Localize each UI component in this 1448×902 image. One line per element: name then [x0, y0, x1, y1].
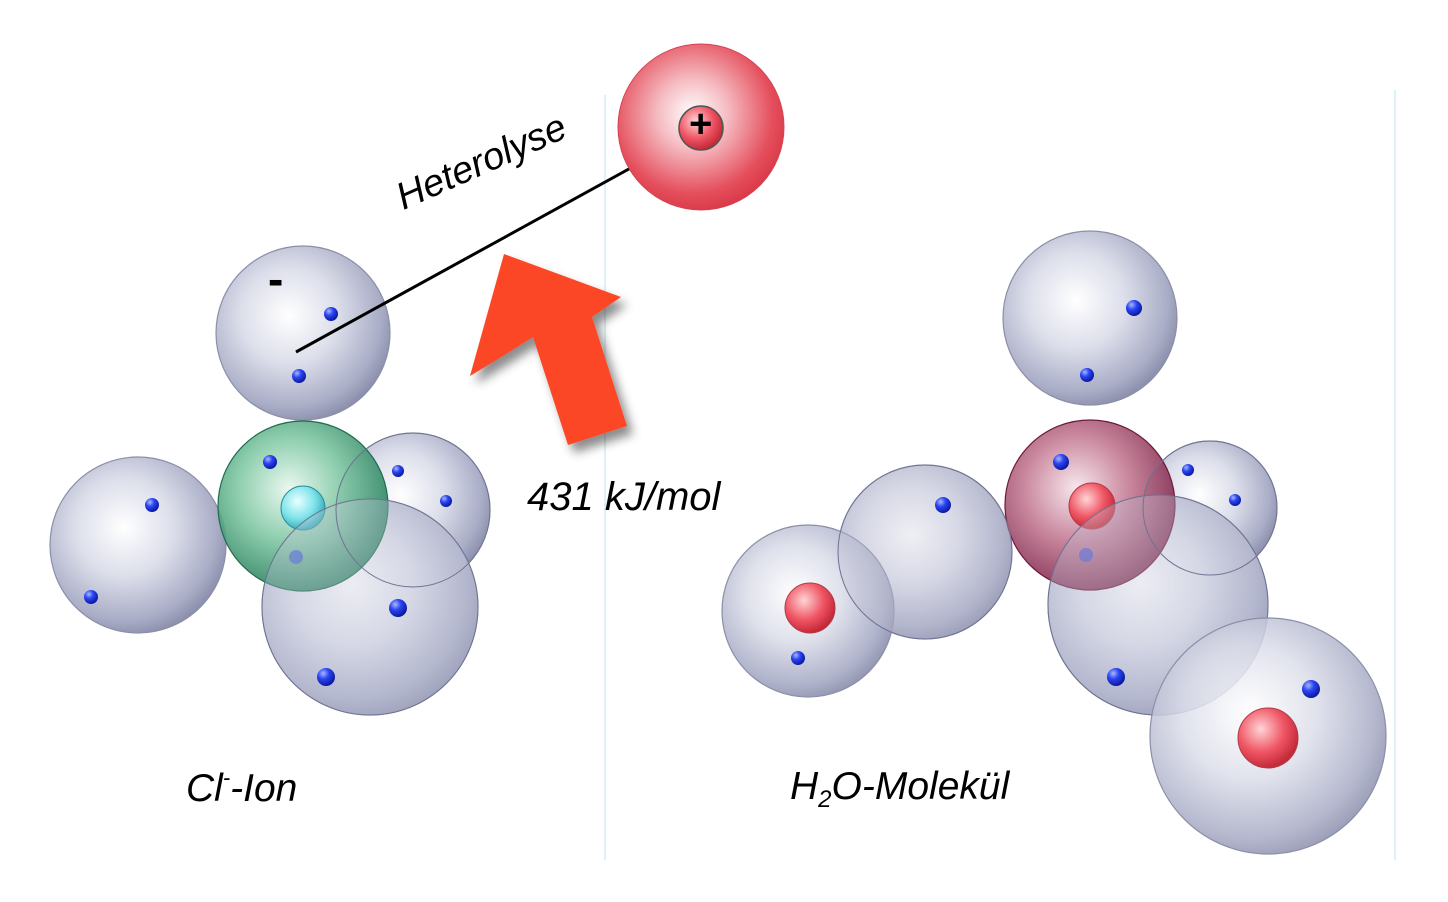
water-molecule	[721, 230, 1387, 855]
orbital-back-right-overlay	[335, 432, 491, 588]
orbital-back-right-overlay	[1142, 440, 1278, 576]
orbital-bottom-overlay	[261, 498, 479, 716]
electron	[145, 498, 159, 512]
electron	[791, 651, 805, 665]
proton	[617, 43, 785, 211]
water-suffix: O-Molekül	[831, 765, 1010, 808]
electron	[1229, 494, 1241, 506]
negative-charge: -	[268, 253, 284, 305]
water-symbol-h: H	[790, 765, 819, 808]
orbital-top	[215, 245, 391, 421]
chloride-ion-suffix: -Ion	[230, 767, 298, 810]
electron	[263, 455, 277, 469]
orbital-top	[1002, 230, 1178, 406]
electron	[1302, 680, 1320, 698]
oxygen-nucleus	[1068, 482, 1116, 530]
positive-charge: +	[689, 102, 713, 146]
chloride-ion-symbol: Cl	[186, 767, 223, 810]
electron	[440, 495, 452, 507]
energy-arrow	[470, 254, 627, 445]
water-molecule-label: H2O-Molekül	[790, 765, 1009, 814]
hydrogen-left-nucleus	[784, 582, 836, 634]
hydrogen-right-nucleus	[1237, 707, 1299, 769]
chlorine-nucleus	[280, 485, 326, 531]
chloride-ion-charge: -	[222, 765, 231, 790]
electron	[1079, 548, 1093, 562]
electron	[84, 590, 98, 604]
electron	[317, 668, 335, 686]
energy-label: 431 kJ/mol	[527, 475, 721, 519]
electron	[289, 550, 303, 564]
electron	[935, 497, 951, 513]
electron	[1053, 454, 1069, 470]
electron	[392, 465, 404, 477]
electron	[1126, 300, 1142, 316]
electron	[389, 599, 407, 617]
chloride-ion	[49, 245, 491, 716]
water-subscript: 2	[818, 786, 832, 813]
electron	[1182, 464, 1194, 476]
electron	[324, 307, 338, 321]
electron	[1080, 368, 1094, 382]
proton-nucleus	[678, 105, 724, 151]
electron	[292, 369, 306, 383]
orbital-mid-left-overlay	[837, 464, 1013, 640]
orbital-left	[49, 456, 227, 634]
chloride-ion-label: Cl--Ion	[186, 765, 297, 811]
electron	[1107, 668, 1125, 686]
